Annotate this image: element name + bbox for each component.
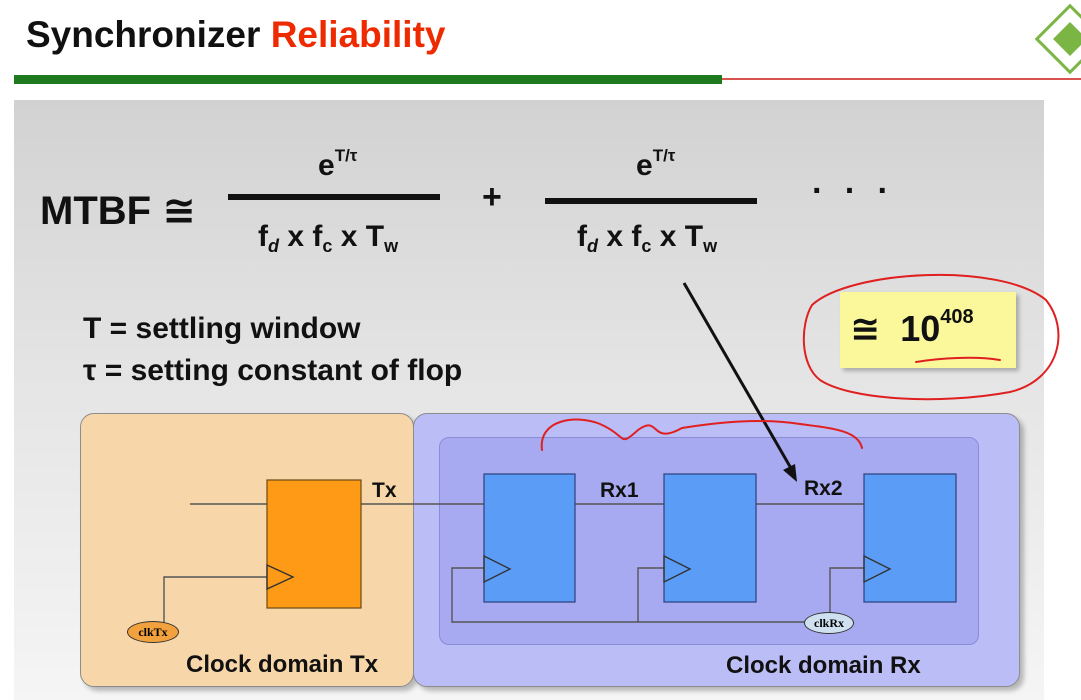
clock-source-tx: clkTx — [127, 621, 179, 643]
clock-source-rx: clkRx — [804, 612, 854, 634]
formula-plus: + — [482, 178, 502, 216]
term2-fraction-bar — [545, 198, 757, 204]
term2-numerator: eT/τ — [636, 146, 676, 182]
title-text: Synchronizer — [26, 14, 261, 55]
term1-numerator: eT/τ — [318, 146, 358, 182]
signal-label-rx1: Rx1 — [600, 479, 639, 502]
mtbf-result-callout: ≅ 10408 — [840, 292, 1016, 368]
definition-settling-constant: τ = setting constant of flop — [83, 354, 463, 387]
title-accent-text: Reliability — [270, 14, 446, 55]
term1-denominator: fd x fc x Tw — [258, 220, 399, 256]
clock-domain-tx-box — [80, 413, 414, 687]
signal-label-tx: Tx — [372, 479, 397, 502]
definition-settling-window: T = settling window — [83, 312, 361, 345]
term1-fraction-bar — [228, 194, 440, 200]
formula-ellipsis: · · · — [812, 172, 895, 210]
mtbf-result-value: ≅ 10408 — [850, 306, 974, 349]
clock-domain-rx-label: Clock domain Rx — [726, 652, 921, 679]
slide-title: Synchronizer Reliability — [26, 14, 445, 56]
clock-domain-tx-label: Clock domain Tx — [186, 651, 379, 678]
formula-lhs: MTBF ≅ — [40, 189, 196, 233]
term2-denominator: fd x fc x Tw — [577, 220, 718, 256]
signal-label-rx2: Rx2 — [804, 477, 843, 500]
logo-icon — [1034, 3, 1081, 75]
title-rule-thick — [14, 75, 722, 84]
synchronizer-chain-box — [439, 437, 979, 645]
